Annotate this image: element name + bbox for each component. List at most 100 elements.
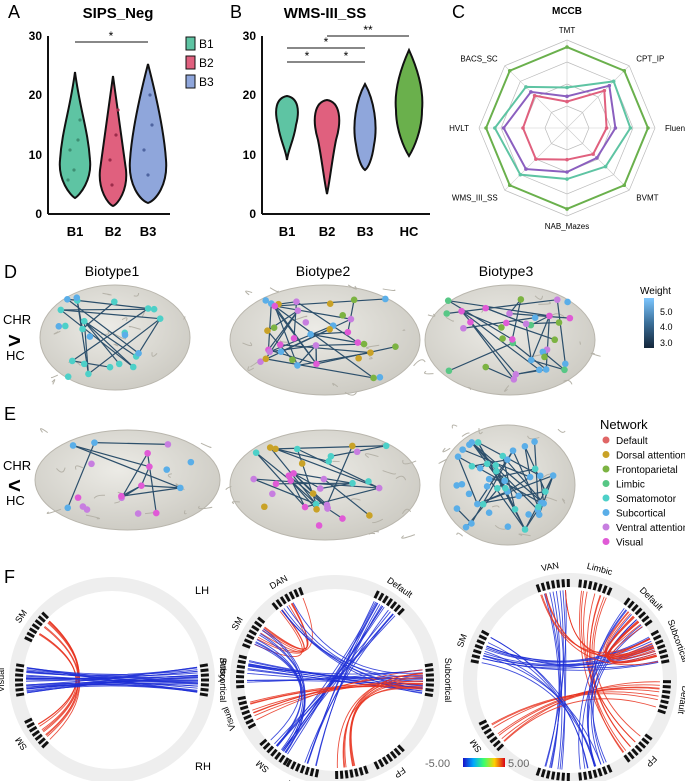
radar-point — [603, 164, 608, 169]
brain-node — [156, 315, 164, 323]
radar-point — [524, 85, 528, 89]
chord-segment — [358, 767, 364, 776]
chord-segment — [304, 766, 310, 776]
connectivity-edge — [275, 448, 329, 462]
chord-segment — [638, 611, 647, 619]
brain-node — [392, 343, 399, 351]
brain-node — [509, 447, 517, 454]
network-legend-label: Ventral attention — [616, 523, 685, 534]
violin-b3 — [128, 63, 168, 205]
connectivity-edge — [267, 303, 272, 350]
brain-sulcus — [369, 355, 373, 360]
chord-link — [254, 643, 302, 747]
connectivity-edge — [72, 360, 111, 368]
chord-link — [253, 680, 423, 713]
chord-link — [544, 590, 567, 767]
brain-node — [504, 456, 511, 463]
brain-sulcus — [504, 385, 510, 392]
panel-f: F LH RH SMVisualSMSubcorticalDANSMVisual… — [0, 560, 685, 781]
chord-segment — [545, 581, 551, 590]
chord-link — [304, 613, 394, 763]
brain-node — [458, 480, 466, 488]
chord-segment — [535, 767, 542, 776]
chord-group-label: Default — [676, 685, 685, 715]
chord-group-label: FP — [392, 765, 407, 780]
connectivity-edge — [456, 508, 472, 524]
brain-surface — [34, 429, 221, 531]
chord-segment — [425, 688, 434, 692]
brain-node — [347, 315, 355, 323]
brain-node — [453, 482, 460, 489]
chord-segment — [476, 639, 485, 646]
brain-sulcus — [382, 288, 396, 292]
chord-segment — [354, 768, 359, 777]
chord-segment — [474, 644, 484, 650]
radar-point — [565, 207, 569, 211]
chord-segment — [659, 654, 669, 659]
connectivity-edge — [274, 305, 352, 320]
brain-node — [269, 490, 276, 498]
connectivity-edge — [463, 317, 536, 329]
brain-node — [360, 340, 368, 348]
chord-segment — [200, 687, 209, 692]
brain-node — [327, 452, 335, 460]
connectivity-edge — [140, 466, 150, 486]
brain-node — [462, 523, 470, 531]
brain-sulcus — [445, 316, 454, 322]
brain-sulcus — [53, 330, 61, 335]
chord-group-label: Visual — [216, 658, 228, 683]
row-e-symbol: < — [8, 473, 21, 498]
connectivity-edge — [534, 468, 546, 492]
brain-node — [468, 462, 476, 470]
brain-node — [465, 490, 473, 498]
brain-node — [287, 477, 294, 484]
brain-node — [354, 339, 362, 346]
chord-link — [26, 667, 199, 681]
connectivity-edge — [67, 442, 96, 509]
network-legend-title: Network — [600, 417, 648, 432]
chord-segment — [270, 748, 278, 757]
brain-node — [512, 370, 520, 378]
chord-segment — [478, 719, 488, 726]
brain-sulcus — [74, 465, 84, 470]
brain-node — [527, 356, 535, 364]
brain-sulcus — [402, 459, 417, 465]
radar-point — [565, 45, 569, 49]
brain-node — [301, 503, 309, 511]
brain-node — [511, 506, 519, 513]
chord-segment — [247, 722, 257, 730]
chord-segment — [31, 729, 40, 737]
brain-node — [320, 475, 328, 483]
chord-segment — [623, 754, 631, 763]
chord-segment — [199, 663, 209, 668]
radar-spoke — [566, 65, 630, 129]
sig-label: * — [344, 49, 349, 63]
row-d-top: CHR — [3, 312, 31, 327]
radar-point — [565, 157, 569, 162]
brain-node — [325, 458, 333, 465]
chord-link — [350, 683, 423, 766]
chord-segment — [638, 741, 647, 749]
network-legend-swatch — [602, 509, 610, 516]
chord-link — [607, 621, 657, 663]
brain-node — [349, 442, 356, 450]
chord-segment — [597, 583, 603, 593]
brain-sulcus — [401, 534, 416, 539]
brain-node — [68, 357, 76, 365]
legend-label: B1 — [199, 37, 214, 51]
chord-segment — [15, 663, 25, 668]
chord-segment — [393, 747, 402, 756]
chord-segment — [535, 584, 542, 593]
chord-segment — [561, 579, 566, 588]
brain-node — [146, 463, 153, 470]
chord-colorbar — [463, 758, 505, 767]
chord-segment — [472, 649, 482, 655]
brain-node — [339, 515, 346, 522]
connectivity-edge — [141, 485, 181, 489]
brain-node — [482, 304, 489, 312]
chord-segment — [587, 770, 593, 780]
legend-label: B3 — [199, 75, 214, 89]
chord-segment — [583, 771, 588, 780]
